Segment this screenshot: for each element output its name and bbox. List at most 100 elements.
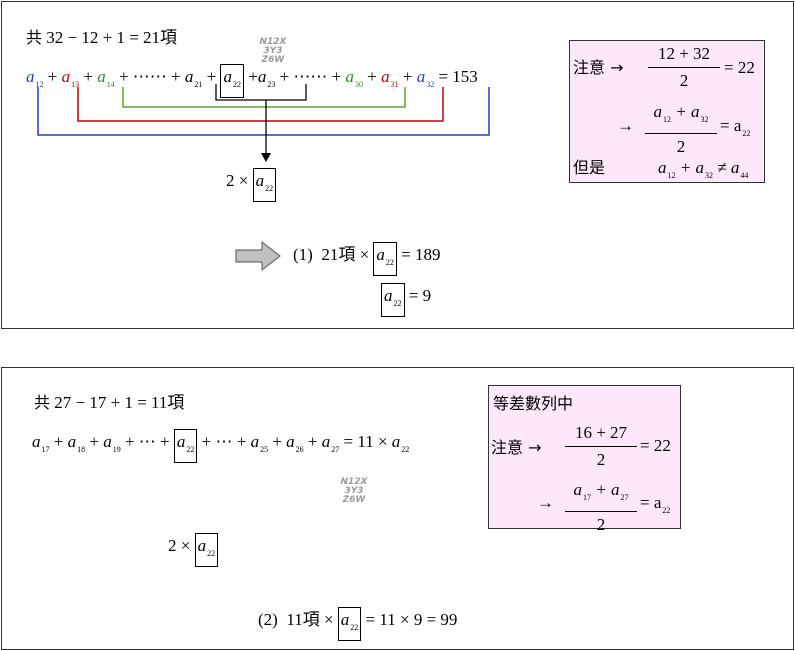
term: a18 — [67, 432, 86, 454]
sum-result: = 153 — [438, 67, 478, 86]
term: a19 — [103, 432, 121, 454]
grey-right-arrow — [235, 240, 281, 272]
term: a21 — [184, 67, 203, 89]
watermark-line: 3Y3 — [263, 46, 283, 56]
count-line-2: 共 27 − 17 + 1 = 11項 — [34, 393, 184, 413]
note-title: 等差數列中 — [493, 394, 574, 413]
term: a32 — [416, 67, 435, 89]
sum-result: = 11 × — [343, 432, 388, 451]
note2-fraction-2: a17 + a27 2 — [565, 480, 637, 535]
red-bracket-1 — [77, 87, 444, 122]
black-bracket-1 — [215, 84, 307, 101]
step-label: (2) — [258, 610, 278, 629]
term: a31 — [381, 67, 399, 89]
fraction-result: = a — [640, 493, 662, 512]
plus-sign: + — [402, 67, 413, 86]
step-2: (2) 11項 × a22 = 11 × 9 = 99 — [258, 607, 457, 641]
term: a13 — [61, 67, 80, 89]
note-label: 注意 → — [573, 58, 624, 77]
fraction-result: = 22 — [640, 436, 671, 455]
watermark-2: N12X 3Y3 Z6W — [336, 478, 372, 505]
two-times-middle-1: 2 × a22 — [226, 168, 277, 202]
note1-label: 注意 → — [573, 58, 624, 78]
blue-bracket-1 — [37, 87, 490, 136]
fraction-denominator: 2 — [676, 137, 686, 156]
middle-term-box: a22 — [337, 607, 362, 641]
plus-sign: + — [307, 432, 318, 451]
middle-term-box: a22 — [173, 429, 198, 463]
step-label: (1) — [293, 245, 313, 264]
count-expression: 27 − 17 + 1 = 11項 — [54, 393, 185, 412]
middle-term-box: a22 — [220, 64, 244, 98]
term: a22 — [391, 432, 410, 454]
middle-term-box: a22 — [252, 168, 277, 202]
note1-arrow-2: → — [617, 116, 634, 136]
plus-sign: + — [272, 432, 282, 451]
ellipsis: + ⋯⋯ + — [118, 67, 181, 86]
green-bracket-1 — [122, 87, 406, 108]
term: a12 — [26, 67, 44, 89]
fraction-denominator: 2 — [679, 71, 689, 90]
plus-sign: + — [367, 67, 377, 86]
note1-result-2: = a22 — [720, 116, 751, 138]
note-box-1 — [569, 40, 765, 183]
term: a17 — [32, 432, 50, 454]
middle-term-box: a22 — [373, 242, 397, 276]
step-result: = 11 × 9 = 99 — [365, 610, 458, 629]
ellipsis: + ⋯ + — [124, 432, 170, 451]
watermark-1: N12X 3Y3 Z6W — [255, 38, 291, 65]
ellipsis: + ⋯⋯ + — [279, 67, 342, 86]
fraction-numerator: a12 + a32 — [653, 102, 709, 124]
note1-inequality: a12 + a32 ≠ a44 — [658, 158, 749, 180]
two-times: 2 × — [226, 171, 249, 190]
note-label: 注意 → — [491, 438, 542, 457]
plus-sign: + — [53, 432, 64, 451]
note2-result-2: = a22 — [640, 493, 671, 515]
note1-fraction-2: a12 + a32 2 — [645, 102, 717, 157]
plus-sign: + — [89, 432, 99, 451]
fraction-numerator: a17 + a27 — [573, 480, 629, 502]
fraction-result: = a — [720, 116, 742, 135]
step-expression: 21項 × — [321, 245, 370, 264]
watermark-line: N12X — [259, 37, 287, 47]
note-box-2 — [488, 385, 681, 529]
two-times-middle-2: 2 × a22 — [168, 533, 219, 567]
step-expression: 11項 × — [286, 610, 334, 629]
fraction-numerator: 12 + 32 — [657, 44, 711, 63]
term: a25 — [250, 432, 269, 454]
watermark-line: 3Y3 — [344, 486, 364, 496]
series-line-2: a17 + a18 + a19 + ⋯ + a22 + ⋯ + a25 + a2… — [32, 429, 409, 463]
result-1: a22 = 9 — [381, 283, 431, 317]
count-prefix: 共 — [34, 393, 51, 412]
note2-arrow-2: → — [537, 493, 554, 513]
result-value: = 9 — [408, 286, 432, 305]
count-line-1: 共 32 − 12 + 1 = 21項 — [26, 28, 177, 48]
fraction-result: = 22 — [724, 58, 755, 77]
two-times: 2 × — [168, 536, 191, 555]
series-line-1: a12 + a13 + a14 + ⋯⋯ + a21 + a22 +a23 + … — [26, 64, 478, 98]
middle-term-box: a22 — [381, 283, 405, 317]
note-label: 但是 — [573, 158, 606, 177]
plus-sign: + — [83, 67, 93, 86]
ellipsis: + ⋯ + — [201, 432, 247, 451]
note2-fraction-1: 16 + 27 2 — [565, 423, 637, 470]
term: a23 — [257, 67, 276, 89]
note2-result-1: = 22 — [640, 436, 671, 456]
watermark-line: Z6W — [342, 495, 366, 505]
note1-result-1: = 22 — [724, 58, 755, 78]
down-arrow-1-head — [261, 153, 271, 162]
fraction-denominator: 2 — [596, 450, 606, 469]
watermark-line: N12X — [340, 477, 368, 487]
count-prefix: 共 — [26, 28, 43, 47]
note1-fraction-1: 12 + 32 2 — [648, 44, 720, 91]
term: a30 — [345, 67, 364, 89]
middle-term-box: a22 — [194, 533, 219, 567]
plus-sign: + — [206, 67, 217, 86]
fraction-numerator: 16 + 27 — [574, 423, 628, 442]
count-expression: 32 − 12 + 1 = 21項 — [46, 28, 178, 47]
plus-sign: + — [47, 67, 58, 86]
step-result: = 189 — [401, 245, 441, 264]
step-1: (1) 21項 × a22 = 189 — [293, 242, 441, 276]
note2-label: 注意 → — [491, 438, 542, 458]
note1-inequality-row: 但是 — [573, 158, 605, 178]
